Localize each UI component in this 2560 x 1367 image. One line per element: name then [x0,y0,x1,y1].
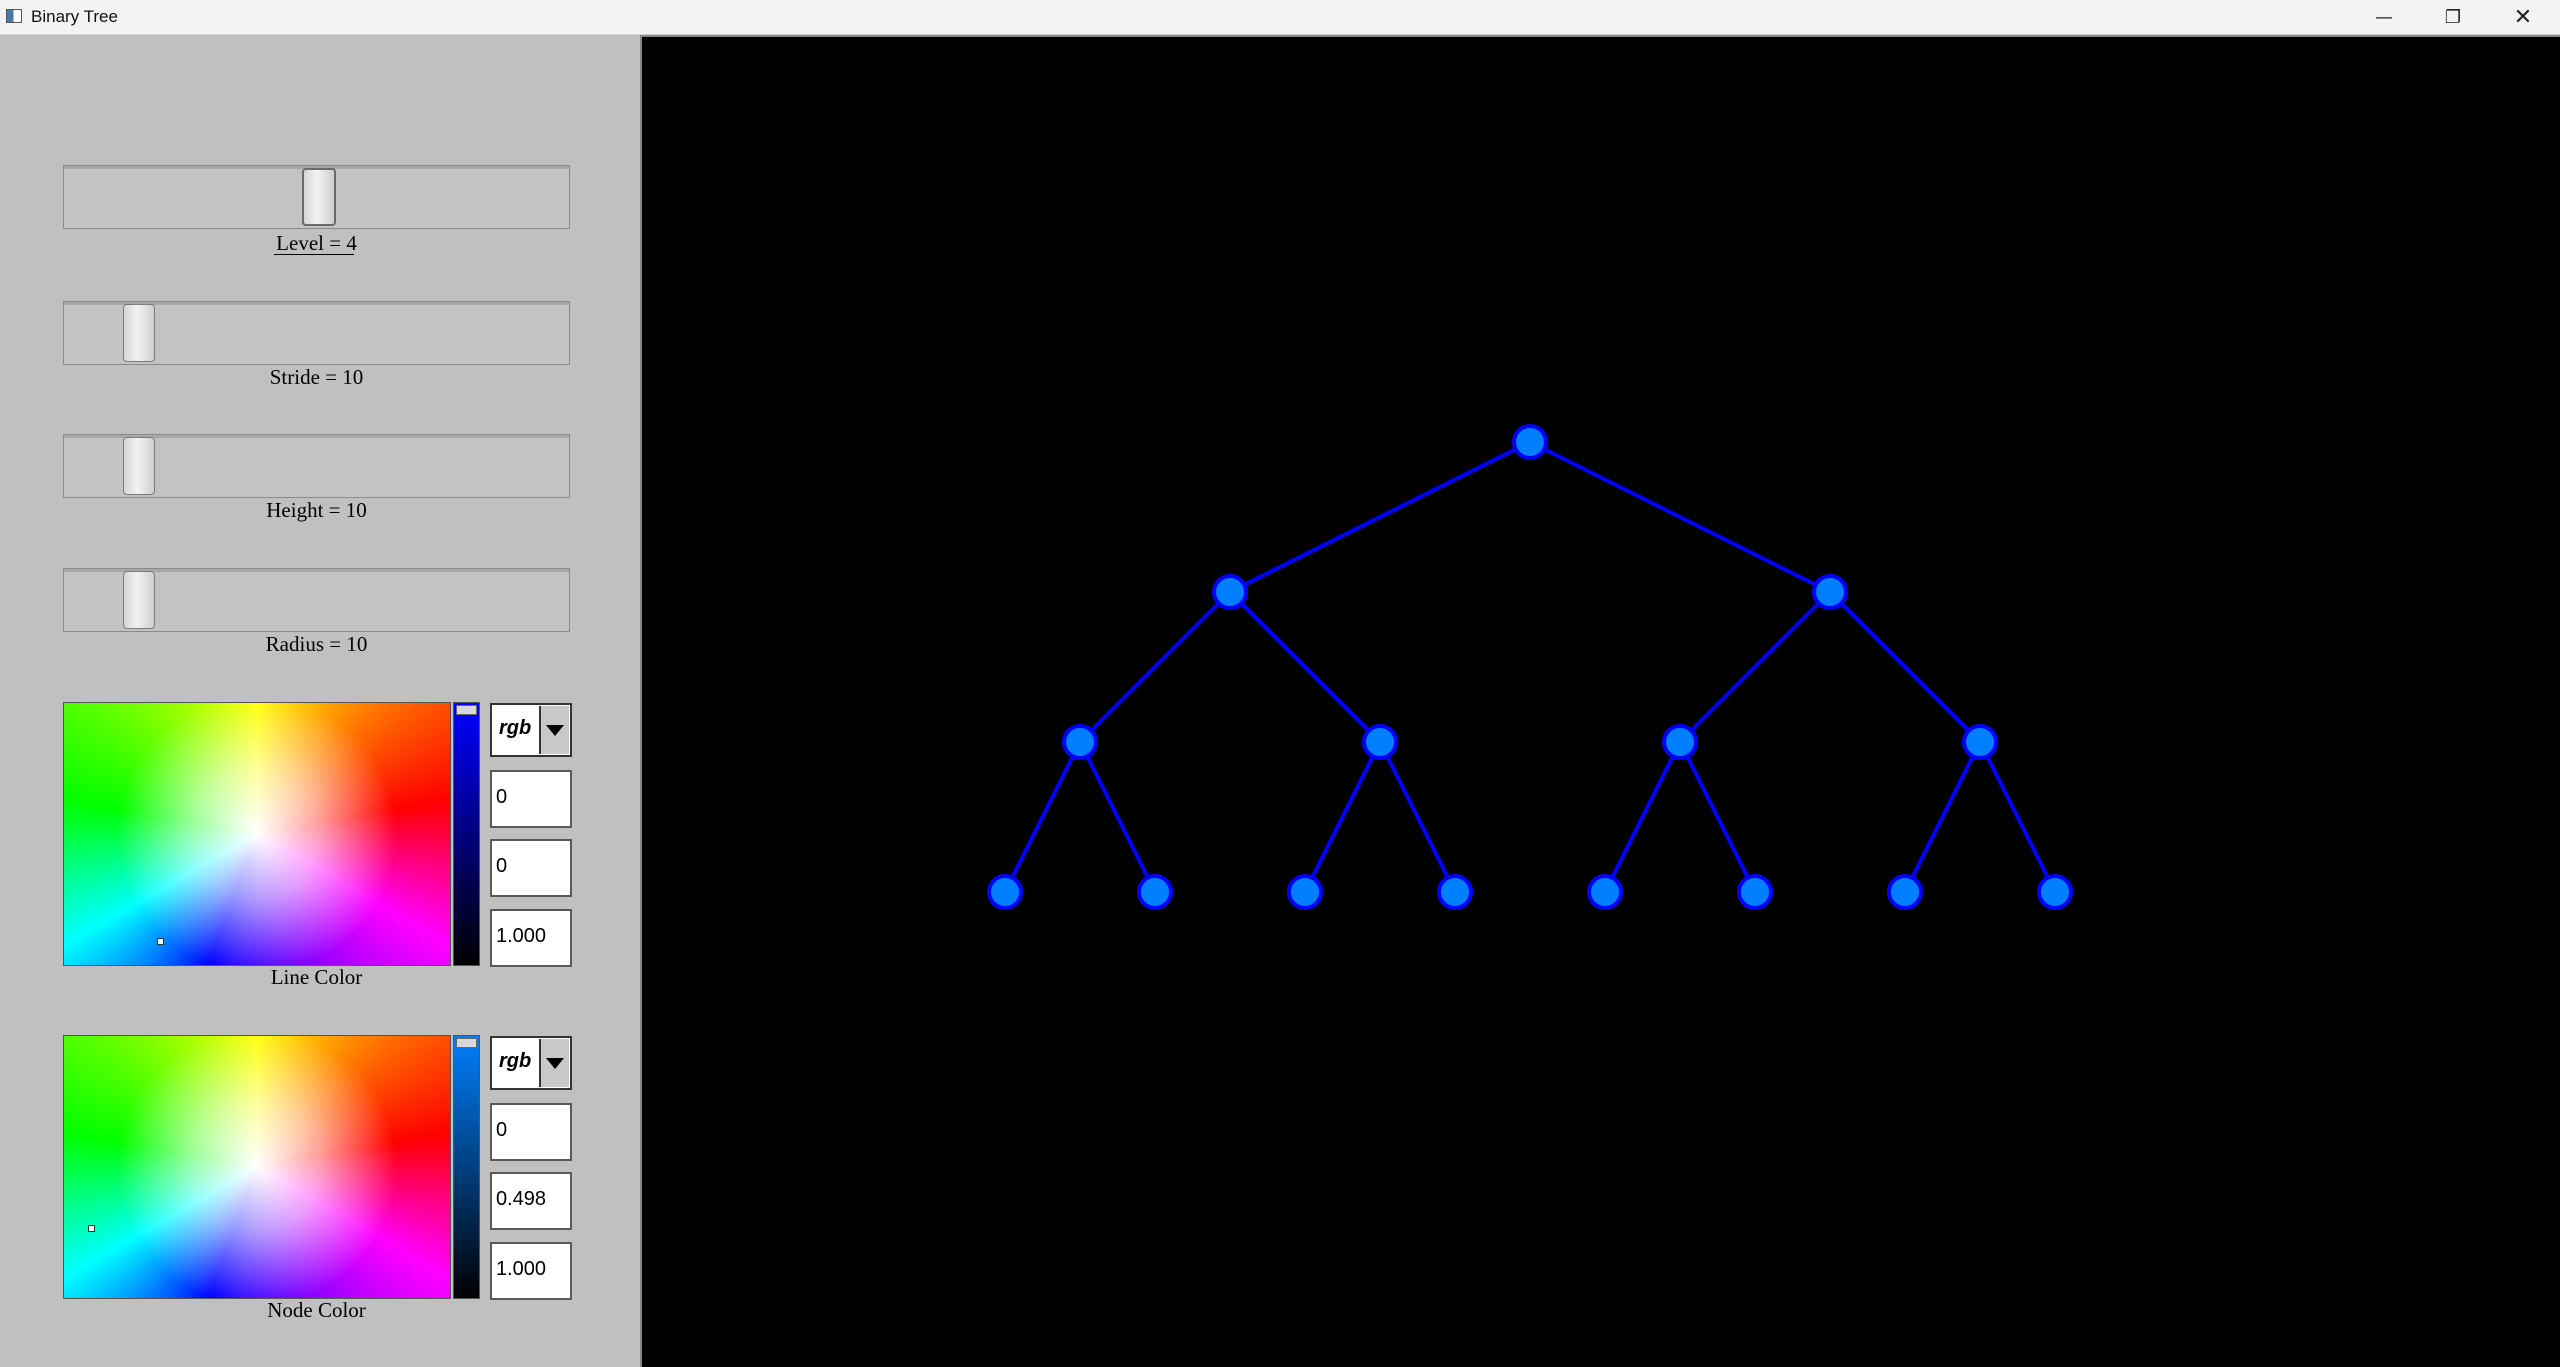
tree-edge [1378,741,1457,893]
tree-edge [1678,741,1757,893]
tree-edge [1978,741,2057,893]
tree-edge [1603,741,1682,893]
level-slider[interactable] [63,165,570,229]
tree-node [1887,874,1923,910]
node-color-blue-input[interactable]: 1.000 [490,1242,572,1300]
tree-node [1362,724,1398,760]
tree-edge [1229,440,1531,594]
tree-edge [1828,590,1982,744]
line-color-wheel[interactable] [63,702,451,966]
tree-edge [1078,590,1232,744]
control-panel: Level = 4 Stride = 10 Height = 10 Radius… [0,35,637,1367]
node-color-wheel[interactable] [63,1035,451,1299]
tree-edge [1078,741,1157,893]
line-color-label: Line Color [270,965,363,989]
tree-node [2037,874,2073,910]
tree-node [1812,574,1848,610]
minimize-button[interactable]: — [2375,6,2393,28]
stride-label: Stride = 10 [269,365,364,389]
tree-edge [1228,590,1382,744]
tree-edge [1003,741,1082,893]
tree-node [1062,724,1098,760]
node-color-marker[interactable] [88,1225,95,1232]
line-color-green-input[interactable]: 0 [490,839,572,897]
chevron-down-icon[interactable] [539,706,569,754]
restore-button[interactable]: ❐ [2444,6,2462,28]
node-color-green-input[interactable]: 0.498 [490,1172,572,1230]
value-bar-knob[interactable] [456,1038,477,1048]
tree-node [1662,724,1698,760]
line-color-blue-input[interactable]: 1.000 [490,909,572,967]
radius-slider-thumb[interactable] [123,571,155,629]
line-color-marker[interactable] [157,938,164,945]
radius-label: Radius = 10 [265,632,368,656]
height-label: Height = 10 [266,498,367,522]
mode-label: rgb [499,717,532,739]
line-color-mode-select[interactable]: rgb [490,703,572,757]
tree-edge [1903,741,1982,893]
tree-canvas[interactable] [640,35,2560,1367]
tree-edge [1678,590,1832,744]
node-color-label: Node Color [267,1298,366,1322]
app-icon [6,9,22,23]
tree-edge [1303,741,1382,893]
slider-groove [64,435,569,438]
tree-node [987,874,1023,910]
tree-node [1737,874,1773,910]
line-color-red-input[interactable]: 0 [490,770,572,828]
height-slider[interactable] [63,434,570,498]
tree-node [1137,874,1173,910]
focus-underline [274,254,354,255]
tree-drawing [987,424,2073,910]
mode-label: rgb [499,1050,532,1072]
title-bar: Binary Tree — ❐ ✕ [0,0,2560,35]
node-color-red-input[interactable]: 0 [490,1103,572,1161]
window-title: Binary Tree [31,7,118,26]
tree-node [1212,574,1248,610]
close-button[interactable]: ✕ [2513,4,2533,30]
tree-node [1287,874,1323,910]
slider-groove [64,569,569,572]
radius-slider[interactable] [63,568,570,632]
level-slider-thumb[interactable] [302,168,336,226]
tree-edge [1529,440,1831,594]
chevron-down-icon[interactable] [539,1039,569,1087]
slider-groove [64,166,569,169]
height-slider-thumb[interactable] [123,437,155,495]
tree-node [1962,724,1998,760]
stride-slider[interactable] [63,301,570,365]
stride-slider-thumb[interactable] [123,304,155,362]
tree-node [1437,874,1473,910]
tree-node [1587,874,1623,910]
slider-groove [64,302,569,305]
node-color-mode-select[interactable]: rgb [490,1036,572,1090]
level-label: Level = 4 [276,231,357,255]
tree-node [1512,424,1548,460]
value-bar-knob[interactable] [456,705,477,715]
node-color-value-bar[interactable] [453,1035,480,1299]
line-color-value-bar[interactable] [453,702,480,966]
